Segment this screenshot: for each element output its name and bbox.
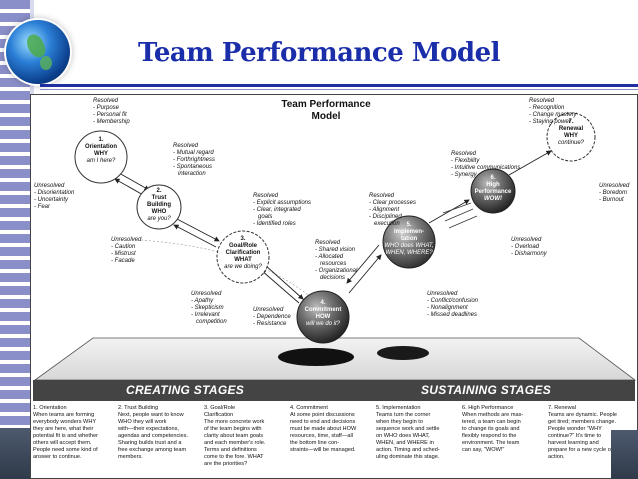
stage-5-ball xyxy=(382,215,436,269)
stage-1-name: Orientation xyxy=(84,144,117,150)
stage-3-num: 3. xyxy=(240,236,246,242)
stage-7-circle xyxy=(546,112,596,162)
stage-7-q2: continue? xyxy=(557,140,585,146)
description-trust-building: 2. Trust Building Next, people want to k… xyxy=(118,405,188,460)
stage-2-question: WHO xyxy=(151,209,167,215)
arrow-1-2 xyxy=(118,172,150,191)
stage-2-circle xyxy=(136,184,182,230)
ball-shadow-2 xyxy=(377,346,429,360)
arrow-2-1 xyxy=(114,178,146,197)
stage-4-q2: will we do it? xyxy=(305,321,340,327)
arrow-4-5 xyxy=(348,254,382,294)
stage-5-num: 5. xyxy=(406,222,412,228)
globe-icon xyxy=(6,20,70,84)
model-figure: Team Performance Model xyxy=(30,94,638,479)
stage-1-q2: am I here? xyxy=(86,158,116,164)
arrow-6-7 xyxy=(508,150,552,176)
arrow-4-3 xyxy=(260,269,300,304)
model-diagram xyxy=(33,112,637,381)
arrow-5-4 xyxy=(346,244,380,284)
sustaining-stages-label: SUSTAINING STAGES xyxy=(421,383,551,397)
stage-2-unresolved: Unresolved - Caution - Mistrust - Facade xyxy=(111,237,142,264)
stage-6-num: 6. xyxy=(490,175,496,181)
description-goal-role: 3. Goal/Role Clarification The more conc… xyxy=(204,405,266,467)
stage-7-unresolved: Unresolved - Boredom - Burnout xyxy=(599,183,630,203)
stage-4-name: Commitment xyxy=(304,307,342,313)
stage-7-question: WHY xyxy=(564,133,578,139)
stage-1-question: WHY xyxy=(94,151,108,157)
stage-2-num: 2. xyxy=(156,188,162,194)
stage-4-question: HOW xyxy=(315,314,331,320)
stage-3-resolved: Resolved - Explicit assumptions - Clear,… xyxy=(253,193,312,227)
arrow-5-6 xyxy=(428,199,470,224)
slide-title: Team Performance Model xyxy=(137,38,501,68)
stage-6-unresolved: Unresolved - Overload - Disharmony xyxy=(511,237,547,257)
title-rule-thin xyxy=(40,89,638,90)
stage-1-resolved: Resolved - Purpose - Personal fit - Memb… xyxy=(93,98,130,125)
stage-3-circle xyxy=(216,230,270,284)
stage-1-circle xyxy=(74,130,128,184)
description-orientation: 1. Orientation When teams are forming ev… xyxy=(33,405,98,460)
arrow-3-4 xyxy=(264,264,304,300)
stage-3-name: Goal/Role Clarification xyxy=(225,243,261,256)
stage-3-q2: are we doing? xyxy=(224,264,262,270)
description-implementation: 5. Implementation Teams turn the corner … xyxy=(376,405,440,460)
stage-5-unresolved: Unresolved - Conflict/confusion - Nonali… xyxy=(427,291,479,318)
stage-7-num: 7. xyxy=(568,119,574,125)
stage-7-name: Renewal xyxy=(558,126,584,132)
stage-2-q2: are you? xyxy=(147,216,171,222)
title-rule xyxy=(40,84,638,87)
creating-stages-label: CREATING STAGES xyxy=(126,383,245,397)
description-renewal: 7. Renewal Teams are dynamic. People get… xyxy=(548,405,618,460)
stage-6-resolved: Resolved - Flexibility - Intuitive commu… xyxy=(451,151,521,178)
stage-6-question: WOW! xyxy=(484,196,502,202)
stage-3-unresolved: Unresolved - Apathy - Skepticism - Irrel… xyxy=(191,291,227,325)
stage-2-resolved: Resolved - Mutual regard - Forthrightnes… xyxy=(173,143,216,177)
stage-6-name: High Performance xyxy=(474,182,512,195)
ball-shadow xyxy=(278,348,354,366)
stage-4-resolved: Resolved - Shared vision - Allocated res… xyxy=(315,240,358,281)
arrow-2-3 xyxy=(176,218,220,242)
arrow-3-2 xyxy=(173,224,217,248)
description-high-performance: 6. High Performance When methods are mas… xyxy=(462,405,524,453)
corner-decoration-left xyxy=(0,428,30,479)
stage-bar xyxy=(33,380,635,401)
stage-1-num: 1. xyxy=(98,137,104,143)
stage-5-q2: WHEN, WHERE? xyxy=(385,250,433,256)
stage-2-name: Trust Building xyxy=(147,195,171,208)
stage-4-num: 4. xyxy=(320,300,326,306)
stage-7-resolved: Resolved - Recognition - Change mastery … xyxy=(529,98,577,125)
stage-4-ball xyxy=(296,290,350,344)
stage-5-resolved: Resolved - Clear processes - Alignment -… xyxy=(369,193,417,227)
stage-6-ball xyxy=(470,168,516,214)
corner-decoration-right xyxy=(611,430,638,479)
stage-1-unresolved: Unresolved - Disorientation - Uncertaint… xyxy=(34,183,75,210)
speed-lines xyxy=(442,202,478,229)
description-commitment: 4. Commitment At some point discussions … xyxy=(290,405,357,453)
stage-5-name: Implemen- tation xyxy=(393,229,424,242)
figure-title: Team Performance Model xyxy=(281,99,371,122)
stage-5-question: WHO does WHAT, xyxy=(384,243,434,249)
stage-4-unresolved: Unresolved - Dependence - Resistance xyxy=(253,307,291,327)
stage-3-question: WHAT xyxy=(234,257,252,263)
